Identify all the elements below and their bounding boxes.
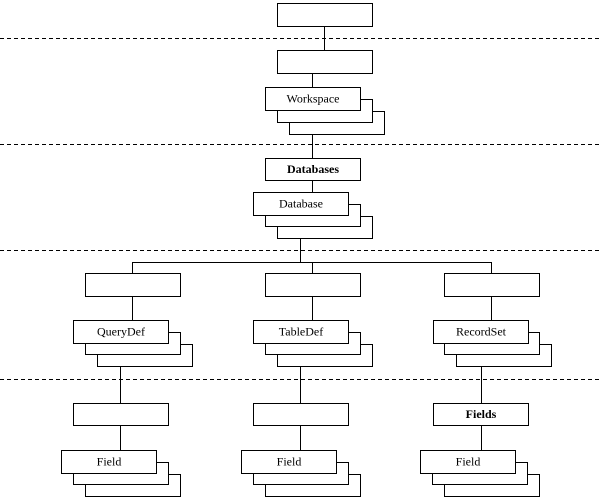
node-workspaces <box>277 50 373 74</box>
node-tabledefs <box>265 273 361 297</box>
node-recordsets <box>444 273 540 297</box>
node-recordset-label: RecordSet <box>456 324 507 338</box>
node-recordsets-box <box>444 273 540 297</box>
node-recordset-field-box <box>420 450 516 474</box>
node-querydef-field-stack: Field <box>61 450 181 497</box>
node-querydef-label: QueryDef <box>97 324 145 338</box>
node-querydef-field-label: Field <box>97 454 122 468</box>
node-tabledef-stack: TableDef <box>253 320 373 367</box>
node-recordset-field-stack: Field <box>420 450 540 497</box>
node-querydef-box <box>73 320 169 344</box>
node-workspace-stack: Workspace <box>265 87 385 135</box>
node-querydef-stack: QueryDef <box>73 320 193 367</box>
node-databases-label: Databases <box>287 162 339 176</box>
node-databases: Databases <box>265 158 361 181</box>
node-tabledef-field-stack: Field <box>241 450 361 497</box>
node-workspace-box <box>265 87 361 111</box>
node-recordset-field-label: Field <box>456 454 481 468</box>
node-database-box <box>253 192 349 216</box>
node-workspaces-box <box>277 50 373 74</box>
node-querydef-fields <box>73 403 169 426</box>
node-tabledefs-box <box>265 273 361 297</box>
node-databases-box <box>265 158 361 181</box>
node-recordset-fields: Fields <box>433 403 529 426</box>
node-recordset-stack: RecordSet <box>433 320 552 367</box>
node-workspace-label: Workspace <box>286 91 339 105</box>
node-recordset-box <box>433 320 529 344</box>
node-querydef-fields-box <box>73 403 169 426</box>
node-tabledef-fields <box>253 403 349 426</box>
node-root-box <box>277 3 373 27</box>
node-recordset-fields-label: Fields <box>466 407 497 421</box>
node-querydefs <box>85 273 181 297</box>
node-tabledef-field-label: Field <box>277 454 302 468</box>
node-querydefs-box <box>85 273 181 297</box>
node-tabledef-fields-box <box>253 403 349 426</box>
node-root <box>277 3 373 27</box>
node-database-stack: Database <box>253 192 373 239</box>
node-querydef-field-box <box>61 450 157 474</box>
node-database-label: Database <box>279 196 323 210</box>
node-tabledef-label: TableDef <box>279 324 323 338</box>
node-recordset-fields-box <box>433 403 529 426</box>
node-tabledef-box <box>253 320 349 344</box>
node-tabledef-field-box <box>241 450 337 474</box>
